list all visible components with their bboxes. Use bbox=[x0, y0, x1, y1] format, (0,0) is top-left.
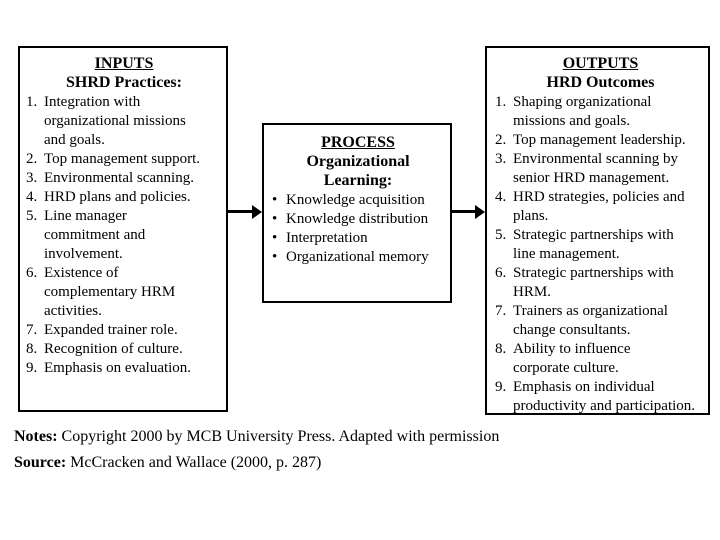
list-item: 5. Line manager commitment and involvemen… bbox=[26, 207, 222, 264]
item-marker: 2. bbox=[495, 132, 507, 148]
list-item: 6. Strategic partnerships with HRM. bbox=[495, 264, 706, 302]
item-text: Organizational memory bbox=[286, 249, 429, 265]
list-item: 3. Environmental scanning. bbox=[26, 169, 222, 188]
notes-text: Copyright 2000 by MCB University Press. … bbox=[61, 428, 500, 445]
item-marker: 8. bbox=[26, 341, 38, 357]
item-marker: • bbox=[272, 211, 278, 227]
outputs-box: OUTPUTS HRD Outcomes 1. Shaping organizat… bbox=[485, 46, 710, 415]
item-text: Expanded trainer role. bbox=[44, 322, 178, 338]
item-text: Environmental scanning by senior HRD man… bbox=[513, 151, 678, 186]
list-item: 6. Existence of complementary HRM activit… bbox=[26, 264, 222, 321]
outputs-list: 1. Shaping organizational missions and go… bbox=[495, 93, 706, 416]
list-item: 9. Emphasis on individual productivity an… bbox=[495, 378, 706, 416]
list-item: • Organizational memory bbox=[272, 248, 444, 267]
right-arrow-icon bbox=[228, 204, 262, 219]
item-text: Environmental scanning. bbox=[44, 170, 194, 186]
list-item: 7. Expanded trainer role. bbox=[26, 321, 222, 340]
item-text: Shaping organizational missions and goal… bbox=[513, 94, 652, 129]
item-text: Existence of complementary HRM activitie… bbox=[44, 265, 176, 319]
right-arrow-icon bbox=[452, 204, 485, 219]
item-marker: 9. bbox=[495, 379, 507, 395]
list-item: 1. Integration with organizational missio… bbox=[26, 93, 222, 150]
inputs-subtitle: SHRD Practices: bbox=[66, 74, 182, 91]
item-marker: 8. bbox=[495, 341, 507, 357]
list-item: • Knowledge distribution bbox=[272, 210, 444, 229]
item-text: Emphasis on evaluation. bbox=[44, 360, 192, 376]
list-item: 3. Environmental scanning by senior HRD m… bbox=[495, 150, 706, 188]
item-marker: 1. bbox=[26, 94, 38, 110]
item-text: HRD plans and policies. bbox=[44, 189, 191, 205]
inputs-list: 1. Integration with organizational missio… bbox=[26, 93, 222, 378]
list-item: 5. Strategic partnerships with line manag… bbox=[495, 226, 706, 264]
source-line: Source: McCracken and Wallace (2000, p. … bbox=[14, 453, 321, 473]
item-marker: 3. bbox=[26, 170, 38, 186]
item-marker: 1. bbox=[495, 94, 507, 110]
item-marker: 7. bbox=[495, 303, 507, 319]
list-item: 8. Ability to influence corporate culture… bbox=[495, 340, 706, 378]
process-box: PROCESS Organizational Learning: • Knowle… bbox=[262, 123, 452, 303]
list-item: 1. Shaping organizational missions and go… bbox=[495, 93, 706, 131]
item-text: Integration with organizational missions… bbox=[44, 94, 186, 148]
item-text: Strategic partnerships with HRM. bbox=[513, 265, 674, 300]
item-text: Recognition of culture. bbox=[44, 341, 183, 357]
item-text: Strategic partnerships with line managem… bbox=[513, 227, 674, 262]
item-marker: 6. bbox=[26, 265, 38, 281]
item-text: Knowledge acquisition bbox=[286, 192, 425, 208]
item-text: Interpretation bbox=[286, 230, 368, 246]
item-text: Trainers as organizational change consul… bbox=[513, 303, 668, 338]
list-item: 4. HRD plans and policies. bbox=[26, 188, 222, 207]
item-text: Emphasis on individual productivity and … bbox=[513, 379, 696, 414]
list-item: 7. Trainers as organizational change cons… bbox=[495, 302, 706, 340]
list-item: 4. HRD strategies, policies and plans. bbox=[495, 188, 706, 226]
item-marker: 9. bbox=[26, 360, 38, 376]
inputs-title: INPUTS bbox=[94, 55, 154, 72]
list-item: 2. Top management leadership. bbox=[495, 131, 706, 150]
item-marker: 4. bbox=[26, 189, 38, 205]
item-text: Knowledge distribution bbox=[286, 211, 429, 227]
notes-line: Notes: Copyright 2000 by MCB University … bbox=[14, 427, 499, 447]
process-title: PROCESS bbox=[321, 134, 395, 151]
outputs-title: OUTPUTS bbox=[562, 55, 639, 72]
list-item: • Interpretation bbox=[272, 229, 444, 248]
item-text: Top management support. bbox=[44, 151, 200, 167]
item-marker: 7. bbox=[26, 322, 38, 338]
item-marker: • bbox=[272, 230, 278, 246]
item-marker: 5. bbox=[26, 208, 38, 224]
item-marker: • bbox=[272, 192, 278, 208]
item-marker: 4. bbox=[495, 189, 507, 205]
item-marker: • bbox=[272, 249, 278, 265]
source-text: McCracken and Wallace (2000, p. 287) bbox=[70, 454, 322, 471]
outputs-subtitle: HRD Outcomes bbox=[546, 74, 655, 91]
item-marker: 6. bbox=[495, 265, 507, 281]
item-text: Top management leadership. bbox=[513, 132, 686, 148]
list-item: 2. Top management support. bbox=[26, 150, 222, 169]
source-label: Source: bbox=[14, 454, 67, 471]
list-item: • Knowledge acquisition bbox=[272, 191, 444, 210]
item-text: Ability to influence corporate culture. bbox=[513, 341, 631, 376]
item-marker: 3. bbox=[495, 151, 507, 167]
item-text: HRD strategies, policies and plans. bbox=[513, 189, 685, 224]
process-list: • Knowledge acquisition • Knowledge distrib… bbox=[272, 191, 444, 267]
item-marker: 2. bbox=[26, 151, 38, 167]
list-item: 9. Emphasis on evaluation. bbox=[26, 359, 222, 378]
item-text: Line manager commitment and involvement. bbox=[44, 208, 146, 262]
list-item: 8. Recognition of culture. bbox=[26, 340, 222, 359]
process-subtitle: Organizational Learning: bbox=[306, 153, 410, 189]
notes-label: Notes: bbox=[14, 428, 58, 445]
inputs-box: INPUTS SHRD Practices: 1. Integration wit… bbox=[18, 46, 228, 412]
item-marker: 5. bbox=[495, 227, 507, 243]
